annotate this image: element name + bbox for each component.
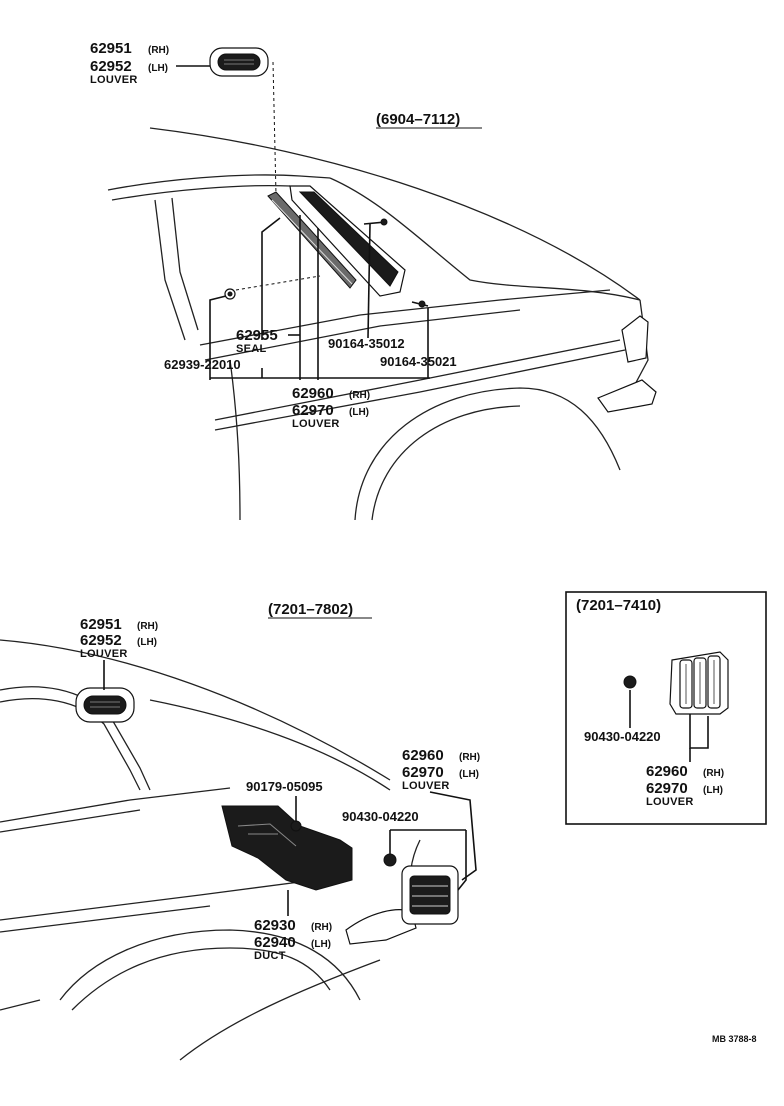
bottom-duct-name: DUCT [254,950,286,962]
top-screw-b [411,300,429,308]
inset-grommet-number: 90430-04220 [584,729,661,744]
top-louver-guide-line [272,61,277,196]
top-car-body [107,127,649,521]
top-louver-main-rh-tag: (RH) [349,390,370,401]
top-leader-lines [176,65,430,380]
bottom-louver-rear-lh-number: 62970 [402,764,444,781]
top-screw-a [363,218,388,226]
top-louver-main-lh-number: 62970 [292,402,334,419]
top-seal-number: 62955 [236,327,278,344]
top-louver-main-name: LOUVER [292,418,340,430]
bottom-louver-rear-rh-tag: (RH) [459,752,480,763]
inset-grommet [623,675,637,689]
top-screw-b-number: 90164-35021 [380,354,457,369]
top-louver-main-rh-number: 62960 [292,385,334,402]
top-louver-small-rh-number: 62951 [90,40,132,57]
top-louver-small-lh-number: 62952 [90,58,132,75]
top-louver-main [289,185,406,297]
bottom-duct-lh-tag: (LH) [311,939,331,950]
bottom-car-body [0,639,421,1061]
bottom-louver-rear [401,865,459,925]
inset-period-label: (7201–7410) [576,597,661,614]
top-labels: (6904–7112) 62951 (RH) 62952 (LH) LOUVER… [90,40,482,430]
top-period-label: (6904–7112) [376,111,460,128]
bottom-duct-rh-number: 62930 [254,917,296,934]
inset-louver-rh-tag: (RH) [703,768,724,779]
inset-louver [669,651,729,715]
bottom-louver-small-lh-number: 62952 [80,632,122,649]
bottom-leader-lines [103,660,477,916]
bottom-louver-rear-rh-number: 62960 [402,747,444,764]
bottom-duct [221,805,353,891]
top-louver-small-lh-tag: (LH) [148,63,168,74]
top-clip [224,288,236,300]
bottom-period-label: (7201–7802) [268,601,353,618]
top-clip-number: 62939-22010 [164,357,241,372]
bottom-bumper [345,909,417,945]
inset-louver-rh-number: 62960 [646,763,688,780]
bottom-louver-small-rh-number: 62951 [80,616,122,633]
bottom-grommet-number: 90430-04220 [342,809,419,824]
bottom-louver-small [75,687,135,723]
bottom-duct-rh-tag: (RH) [311,922,332,933]
bottom-grommet [383,853,397,867]
bottom-louver-rear-lh-tag: (LH) [459,769,479,780]
bottom-nut [290,820,302,832]
inset-louver-lh-number: 62970 [646,780,688,797]
inset-louver-name: LOUVER [646,796,694,808]
top-seal-name: SEAL [236,343,267,355]
top-seal [267,191,357,289]
top-louver-small-name: LOUVER [90,74,138,86]
bottom-louver-small-rh-tag: (RH) [137,621,158,632]
reference-code: MB 3788-8 [712,1034,757,1044]
top-screw-a-number: 90164-35012 [328,336,405,351]
inset-louver-lh-tag: (LH) [703,785,723,796]
bottom-louver-rear-name: LOUVER [402,780,450,792]
bottom-louver-small-name: LOUVER [80,648,128,660]
bottom-labels: (7201–7802) 62951 (RH) 62952 (LH) LOUVER… [80,601,480,962]
top-louver-small [209,47,269,77]
top-clip-guide-line [235,275,321,291]
top-louver-main-lh-tag: (LH) [349,407,369,418]
top-tail-lamp [597,315,657,413]
bottom-duct-lh-number: 62940 [254,934,296,951]
inset-box: (7201–7410) 90430-04220 62960 (RH) 62970… [565,591,767,825]
bottom-louver-small-lh-tag: (LH) [137,637,157,648]
top-louver-small-rh-tag: (RH) [148,45,169,56]
bottom-nut-number: 90179-05095 [246,779,323,794]
